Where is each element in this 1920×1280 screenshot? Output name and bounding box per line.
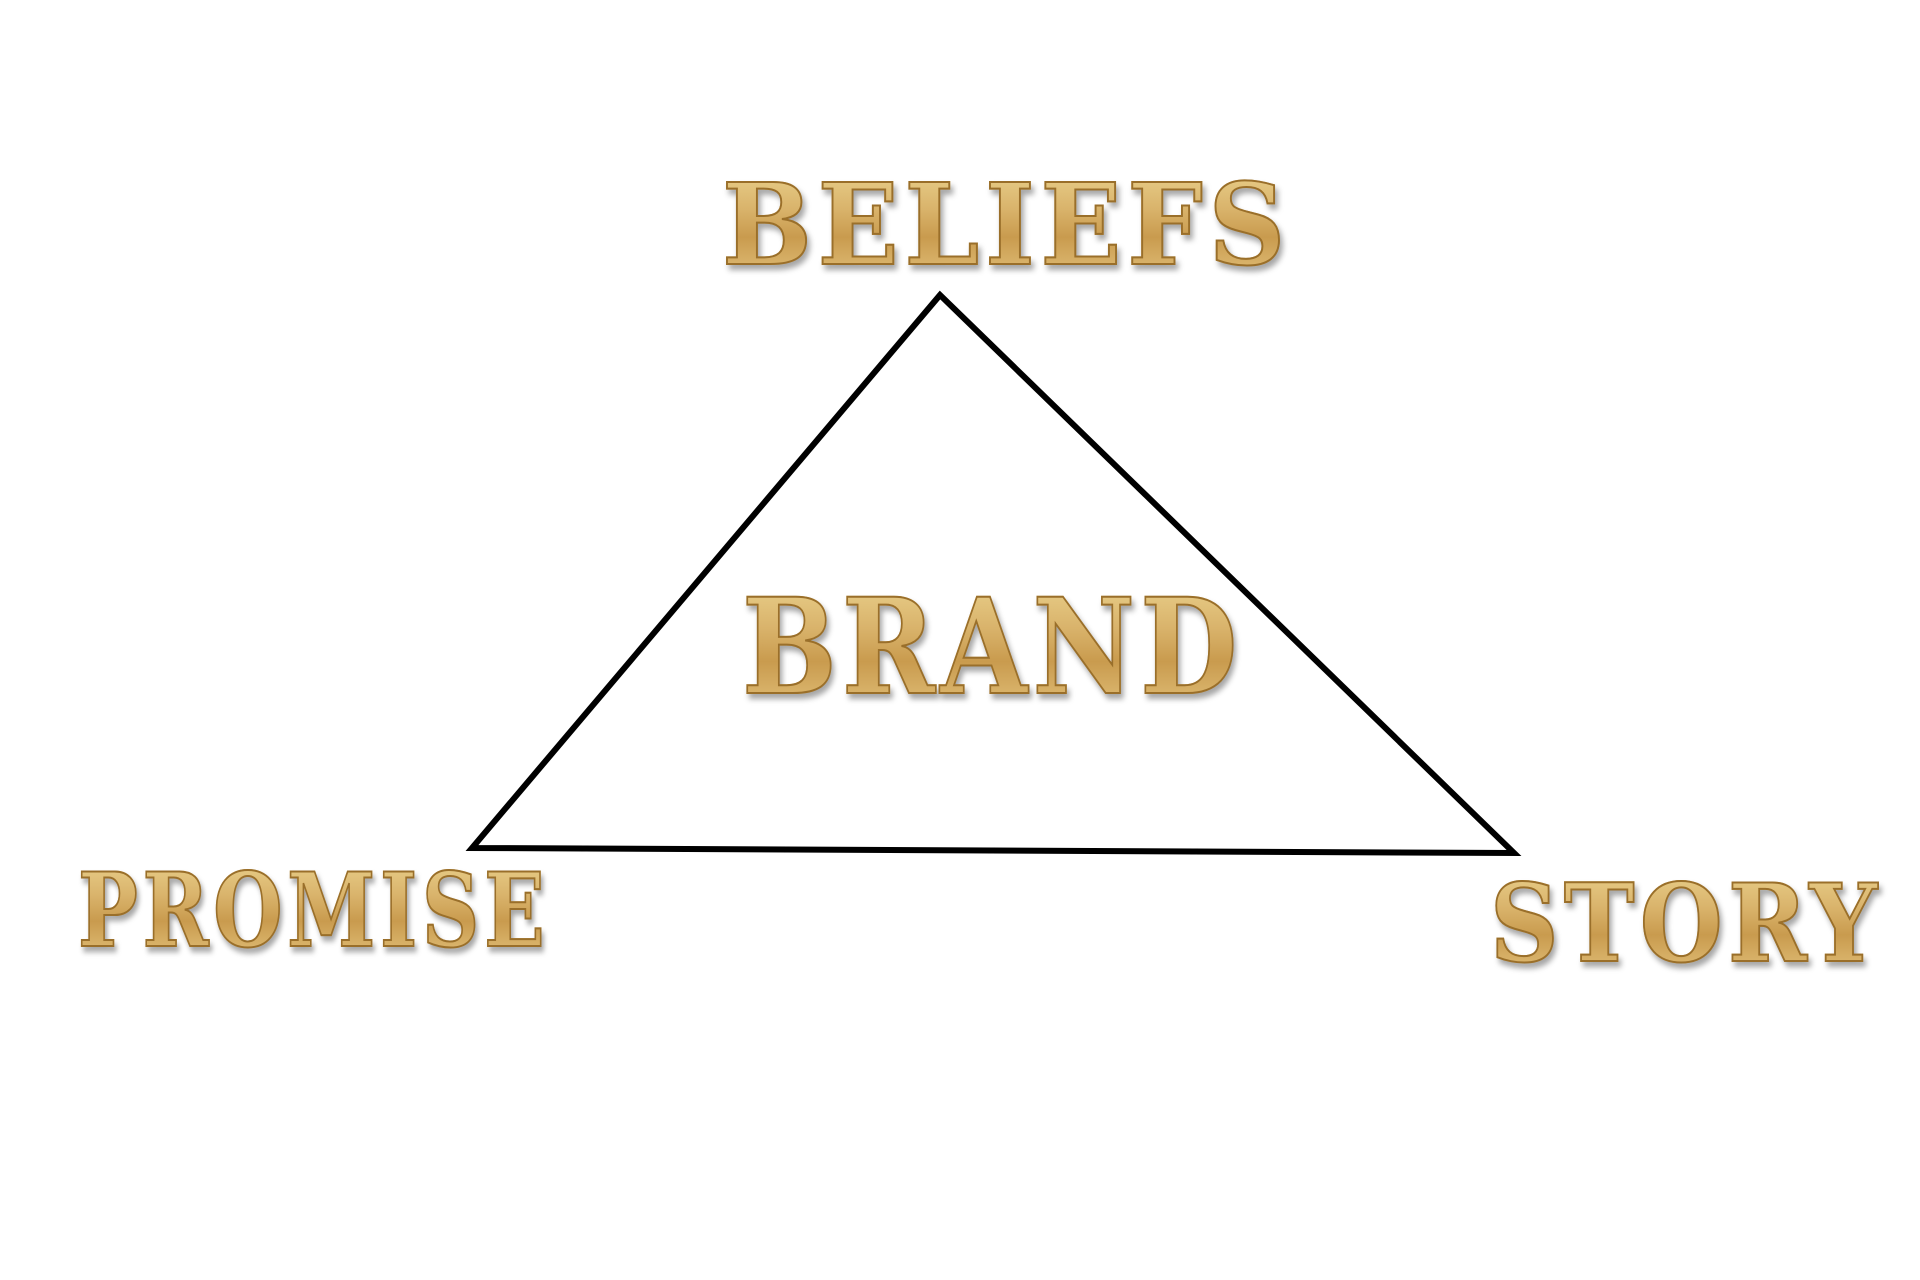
label-brand: BRAND: [741, 570, 1243, 725]
label-beliefs: BELIEFS: [721, 160, 1291, 291]
triangle-outline: [465, 290, 1522, 857]
label-story: STORY: [1489, 861, 1883, 987]
label-promise: PROMISE: [77, 851, 550, 971]
